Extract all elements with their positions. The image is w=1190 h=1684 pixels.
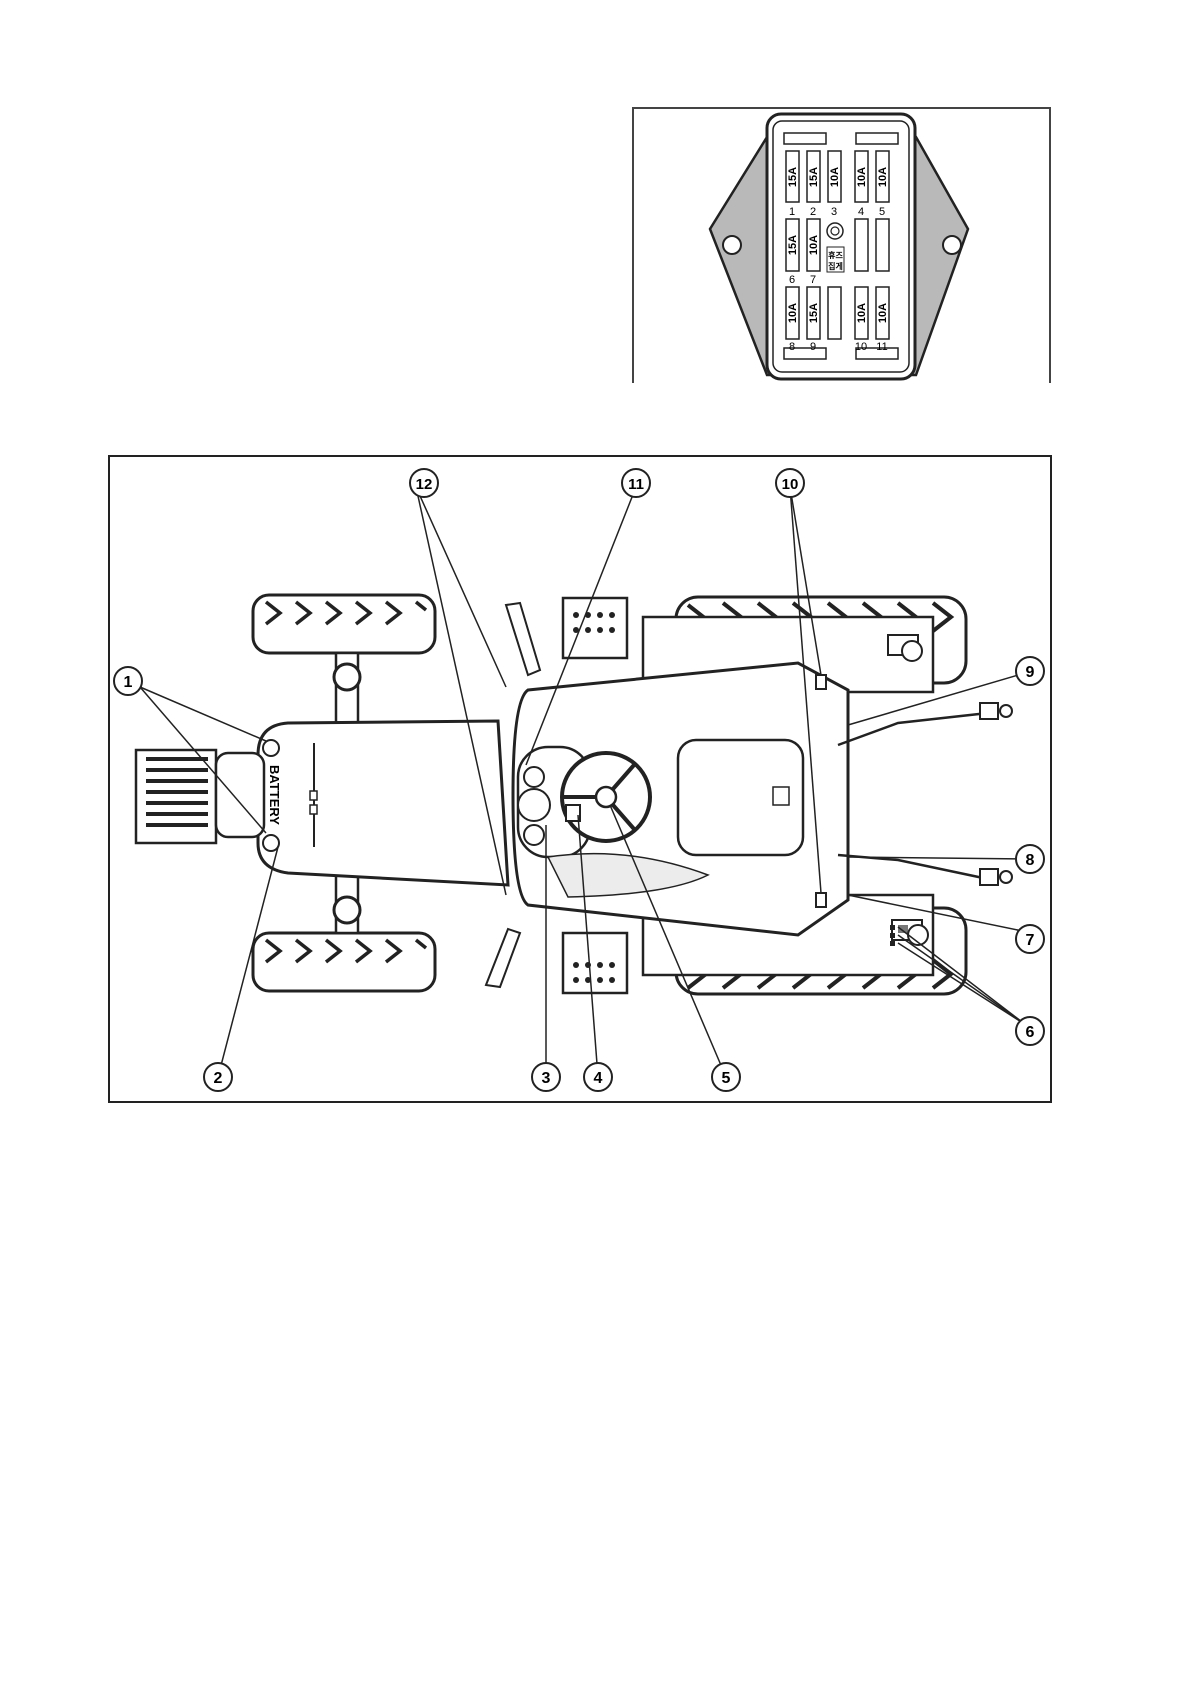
fuse-10: 10A 10 — [855, 287, 868, 353]
svg-text:4: 4 — [594, 1070, 603, 1087]
callout-1: 1 — [114, 667, 142, 695]
svg-text:2: 2 — [810, 206, 816, 218]
callout-10: 10 — [776, 469, 804, 497]
rear-connector-bottom — [816, 893, 826, 907]
callout-2: 2 — [204, 1063, 232, 1091]
callout-4: 4 — [584, 1063, 612, 1091]
gauge-1 — [524, 767, 544, 787]
svg-text:15A: 15A — [787, 235, 799, 255]
svg-text:9: 9 — [1026, 664, 1035, 681]
front-weights — [136, 750, 216, 843]
svg-text:집게: 집게 — [828, 261, 843, 271]
battery-cover — [216, 753, 264, 837]
svg-text:10A: 10A — [808, 235, 820, 255]
rear-work-lamps — [890, 925, 895, 946]
headlight-bottom — [263, 835, 279, 851]
svg-text:1: 1 — [124, 674, 133, 691]
gauge-3 — [524, 825, 544, 845]
fuse-puller-label: 휴즈 집게 — [827, 247, 844, 272]
svg-text:8: 8 — [1026, 852, 1035, 869]
svg-text:6: 6 — [789, 274, 795, 286]
svg-text:15A: 15A — [808, 167, 820, 187]
front-wheel-top — [253, 595, 435, 653]
callout-6: 6 — [1016, 1017, 1044, 1045]
front-wheel-bottom — [253, 933, 435, 991]
callout-11: 11 — [622, 469, 650, 497]
gauge-2 — [518, 789, 550, 821]
callout-5: 5 — [712, 1063, 740, 1091]
svg-text:12: 12 — [416, 476, 433, 493]
svg-text:11: 11 — [876, 341, 887, 353]
svg-text:11: 11 — [628, 476, 644, 493]
front-hub-bottom — [334, 897, 360, 923]
svg-text:4: 4 — [858, 206, 864, 218]
svg-text:5: 5 — [722, 1070, 731, 1087]
front-hub-top — [334, 664, 360, 690]
headlight-top — [263, 740, 279, 756]
rear-connector-top — [816, 675, 826, 689]
svg-text:7: 7 — [1026, 932, 1035, 949]
engine-hood — [258, 721, 508, 885]
tractor-top-view-diagram: BATTERY — [108, 455, 1052, 1103]
left-mounting-hole — [723, 236, 741, 254]
svg-text:10A: 10A — [787, 303, 799, 323]
spare-fuse-slot — [828, 287, 841, 339]
svg-text:7: 7 — [810, 274, 816, 286]
svg-text:3: 3 — [542, 1070, 551, 1087]
battery-label: BATTERY — [267, 765, 282, 825]
svg-text:2: 2 — [214, 1070, 223, 1087]
svg-text:15A: 15A — [808, 303, 820, 323]
step-plate-bottom — [563, 933, 627, 993]
spare-fuse-slot — [855, 219, 868, 271]
svg-text:6: 6 — [1026, 1024, 1035, 1041]
callout-3: 3 — [532, 1063, 560, 1091]
svg-text:10: 10 — [855, 341, 867, 353]
callout-9: 9 — [1016, 657, 1044, 685]
svg-text:10A: 10A — [829, 167, 841, 187]
svg-text:10: 10 — [782, 476, 799, 493]
svg-text:9: 9 — [810, 341, 816, 353]
callout-8: 8 — [1016, 845, 1044, 873]
svg-text:15A: 15A — [787, 167, 799, 187]
svg-text:1: 1 — [789, 206, 795, 218]
fuse-box-diagram: 15A 1 15A 2 10A 3 10A 4 10A 5 15A 6 10A … — [632, 107, 1051, 383]
svg-text:3: 3 — [831, 206, 837, 218]
svg-text:10A: 10A — [856, 303, 868, 323]
spare-fuse-slot — [876, 219, 889, 271]
svg-text:휴즈: 휴즈 — [828, 250, 843, 260]
svg-text:8: 8 — [789, 341, 795, 353]
svg-text:10A: 10A — [877, 167, 889, 187]
svg-text:5: 5 — [879, 206, 885, 218]
callout-7: 7 — [1016, 925, 1044, 953]
svg-text:10A: 10A — [877, 303, 889, 323]
svg-text:10A: 10A — [856, 167, 868, 187]
fuse-11: 10A 11 — [876, 287, 889, 353]
callout-12: 12 — [410, 469, 438, 497]
right-mounting-hole — [943, 236, 961, 254]
